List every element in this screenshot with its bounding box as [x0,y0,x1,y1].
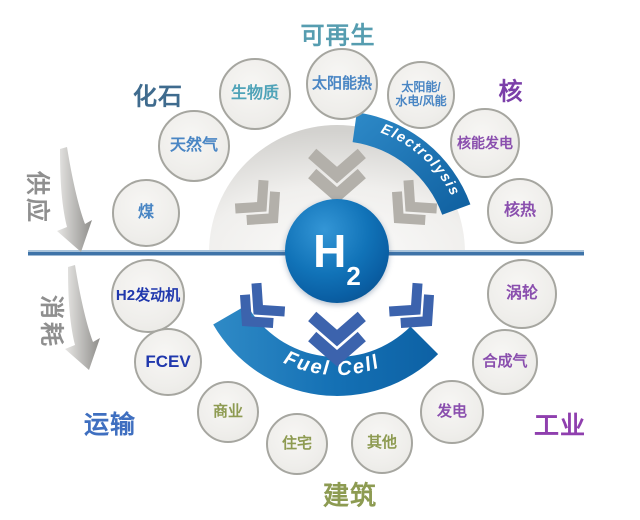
fuel-cell-band [213,305,439,396]
axis-label-consumption: 消耗 [37,295,65,349]
group-label-industry: 工业 [533,412,587,440]
consumption-arrow-icon [65,265,100,370]
node-power-generation: 发电 [420,380,484,444]
node-commercial: 商业 [197,381,259,443]
chevron-out-h2-left-icon [239,282,286,329]
chevron-into-h2-center-icon [308,148,366,204]
group-label-renewable: 可再生 [300,22,376,50]
group-label-transport: 运输 [83,411,137,439]
supply-arrow-icon [57,147,92,252]
node-nuclear-power-generation: 核能发电 [450,108,520,178]
node-syngas: 合成气 [472,329,538,395]
node-turbine: 涡轮 [487,259,557,329]
node-other: 其他 [351,412,413,474]
group-label-nuclear: 核 [498,78,524,106]
node-natural-gas: 天然气 [158,110,230,182]
node-h2-engine: H2发动机 [111,259,185,333]
node-nuclear-heat: 核热 [487,178,553,244]
electrolysis-band [352,112,471,215]
chevron-out-h2-right-icon [388,282,435,329]
node-coal: 煤 [112,179,180,247]
h2-symbol: H [313,225,347,277]
group-label-fossil: 化石 [133,83,183,111]
chevron-into-h2-left-icon [234,179,281,226]
node-solar-hydro-wind: 太阳能/水电/风能 [387,61,455,129]
chevron-into-h2-right-icon [391,179,438,226]
node-biomass: 生物质 [219,58,291,130]
node-fcev: FCEV [134,328,202,396]
node-solar-thermal: 太阳能热 [306,48,378,120]
h2-center: H 2 [285,199,389,303]
axis-label-supply: 供应 [23,171,51,225]
node-residential: 住宅 [266,413,328,475]
group-label-buildings: 建筑 [322,480,378,511]
h2-subscript: 2 [346,261,361,291]
chevron-out-h2-center-icon [308,311,366,367]
